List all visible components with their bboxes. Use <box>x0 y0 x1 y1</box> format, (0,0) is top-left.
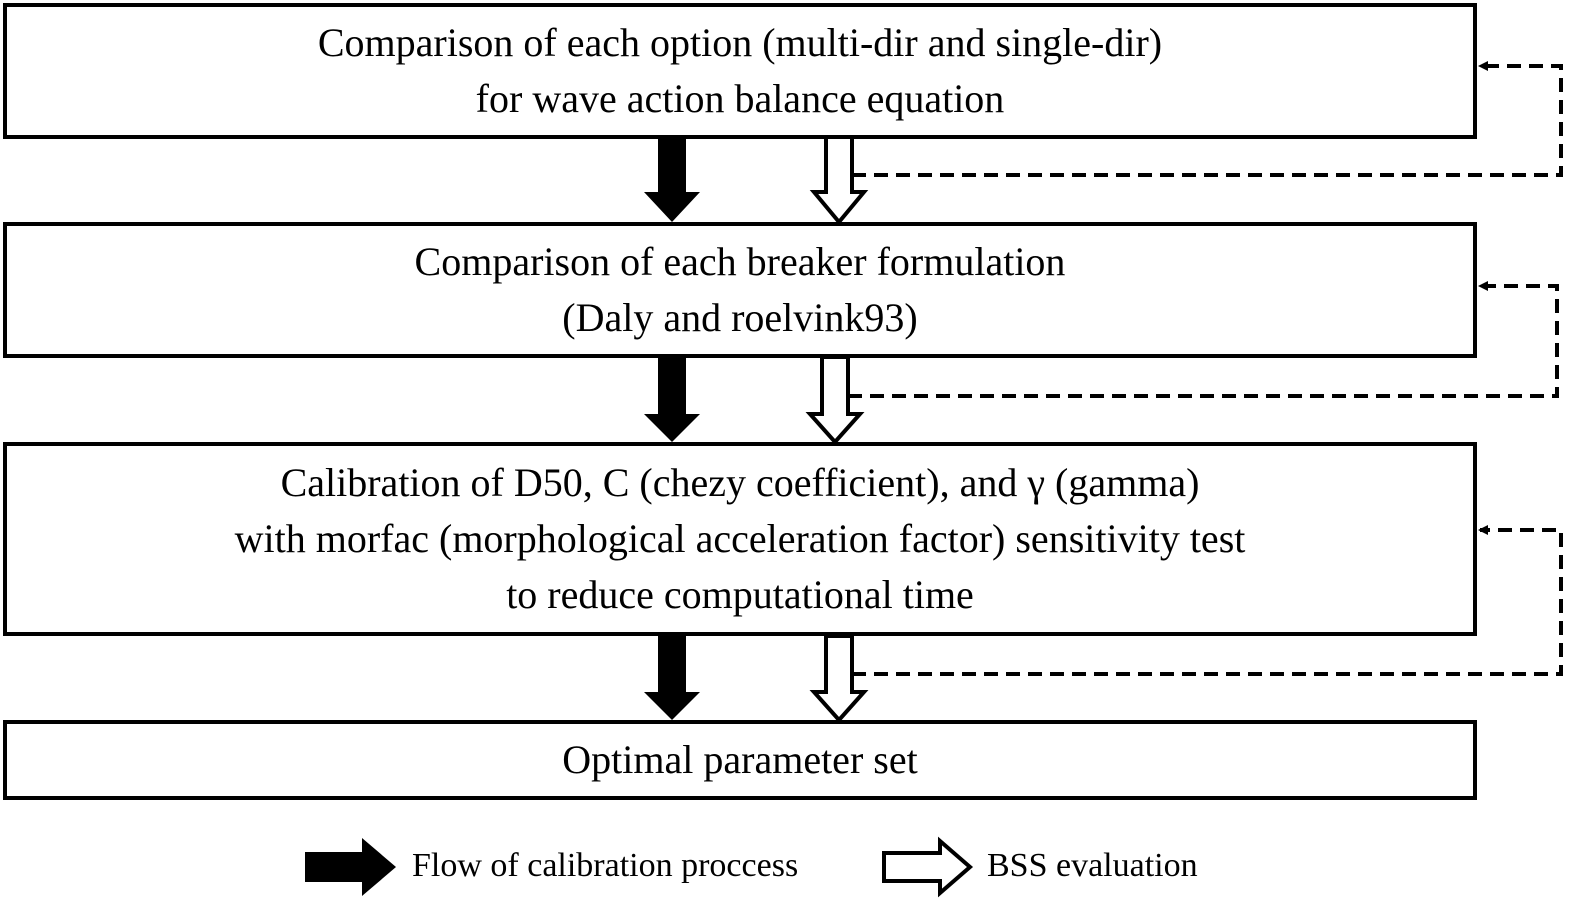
flow-arrow-1 <box>644 136 700 222</box>
step-1-line-1: Comparison of each option (multi-dir and… <box>317 20 1163 65</box>
legend-flow-arrow <box>305 838 396 896</box>
bss-arrow-2 <box>805 355 865 446</box>
step-box-calibration: Calibration of D50, C (chezy coefficient… <box>3 442 1477 636</box>
step-3-line-1: Calibration of D50, C (chezy coefficient… <box>280 460 1200 505</box>
step-4-line-1: Optimal parameter set <box>562 737 918 782</box>
bss-arrow-1 <box>809 134 869 226</box>
step-box-breaker-formulation: Comparison of each breaker formulation (… <box>3 222 1477 358</box>
step-2-line-2: (Daly and roelvink93) <box>562 295 918 340</box>
step-3-line-2: with morfac (morphological acceleration … <box>234 516 1246 561</box>
step-box-optimal-parameter-set: Optimal parameter set <box>3 720 1477 800</box>
legend-bss-arrow <box>882 836 974 898</box>
step-1-line-2: for wave action balance equation <box>475 76 1005 121</box>
step-box-wave-action: Comparison of each option (multi-dir and… <box>3 3 1477 139</box>
flow-arrow-3 <box>644 636 700 720</box>
bss-arrow-3 <box>809 634 869 724</box>
step-3-line-3: to reduce computational time <box>506 572 974 617</box>
feedback-loop-1 <box>852 61 1563 177</box>
legend-bss-label: BSS evaluation <box>987 847 1198 884</box>
feedback-loop-2 <box>848 281 1559 398</box>
step-2-line-1: Comparison of each breaker formulation <box>414 239 1066 284</box>
legend-flow-label: Flow of calibration proccess <box>412 847 799 884</box>
flow-arrow-2 <box>644 357 700 442</box>
feedback-loop-3 <box>852 525 1563 676</box>
